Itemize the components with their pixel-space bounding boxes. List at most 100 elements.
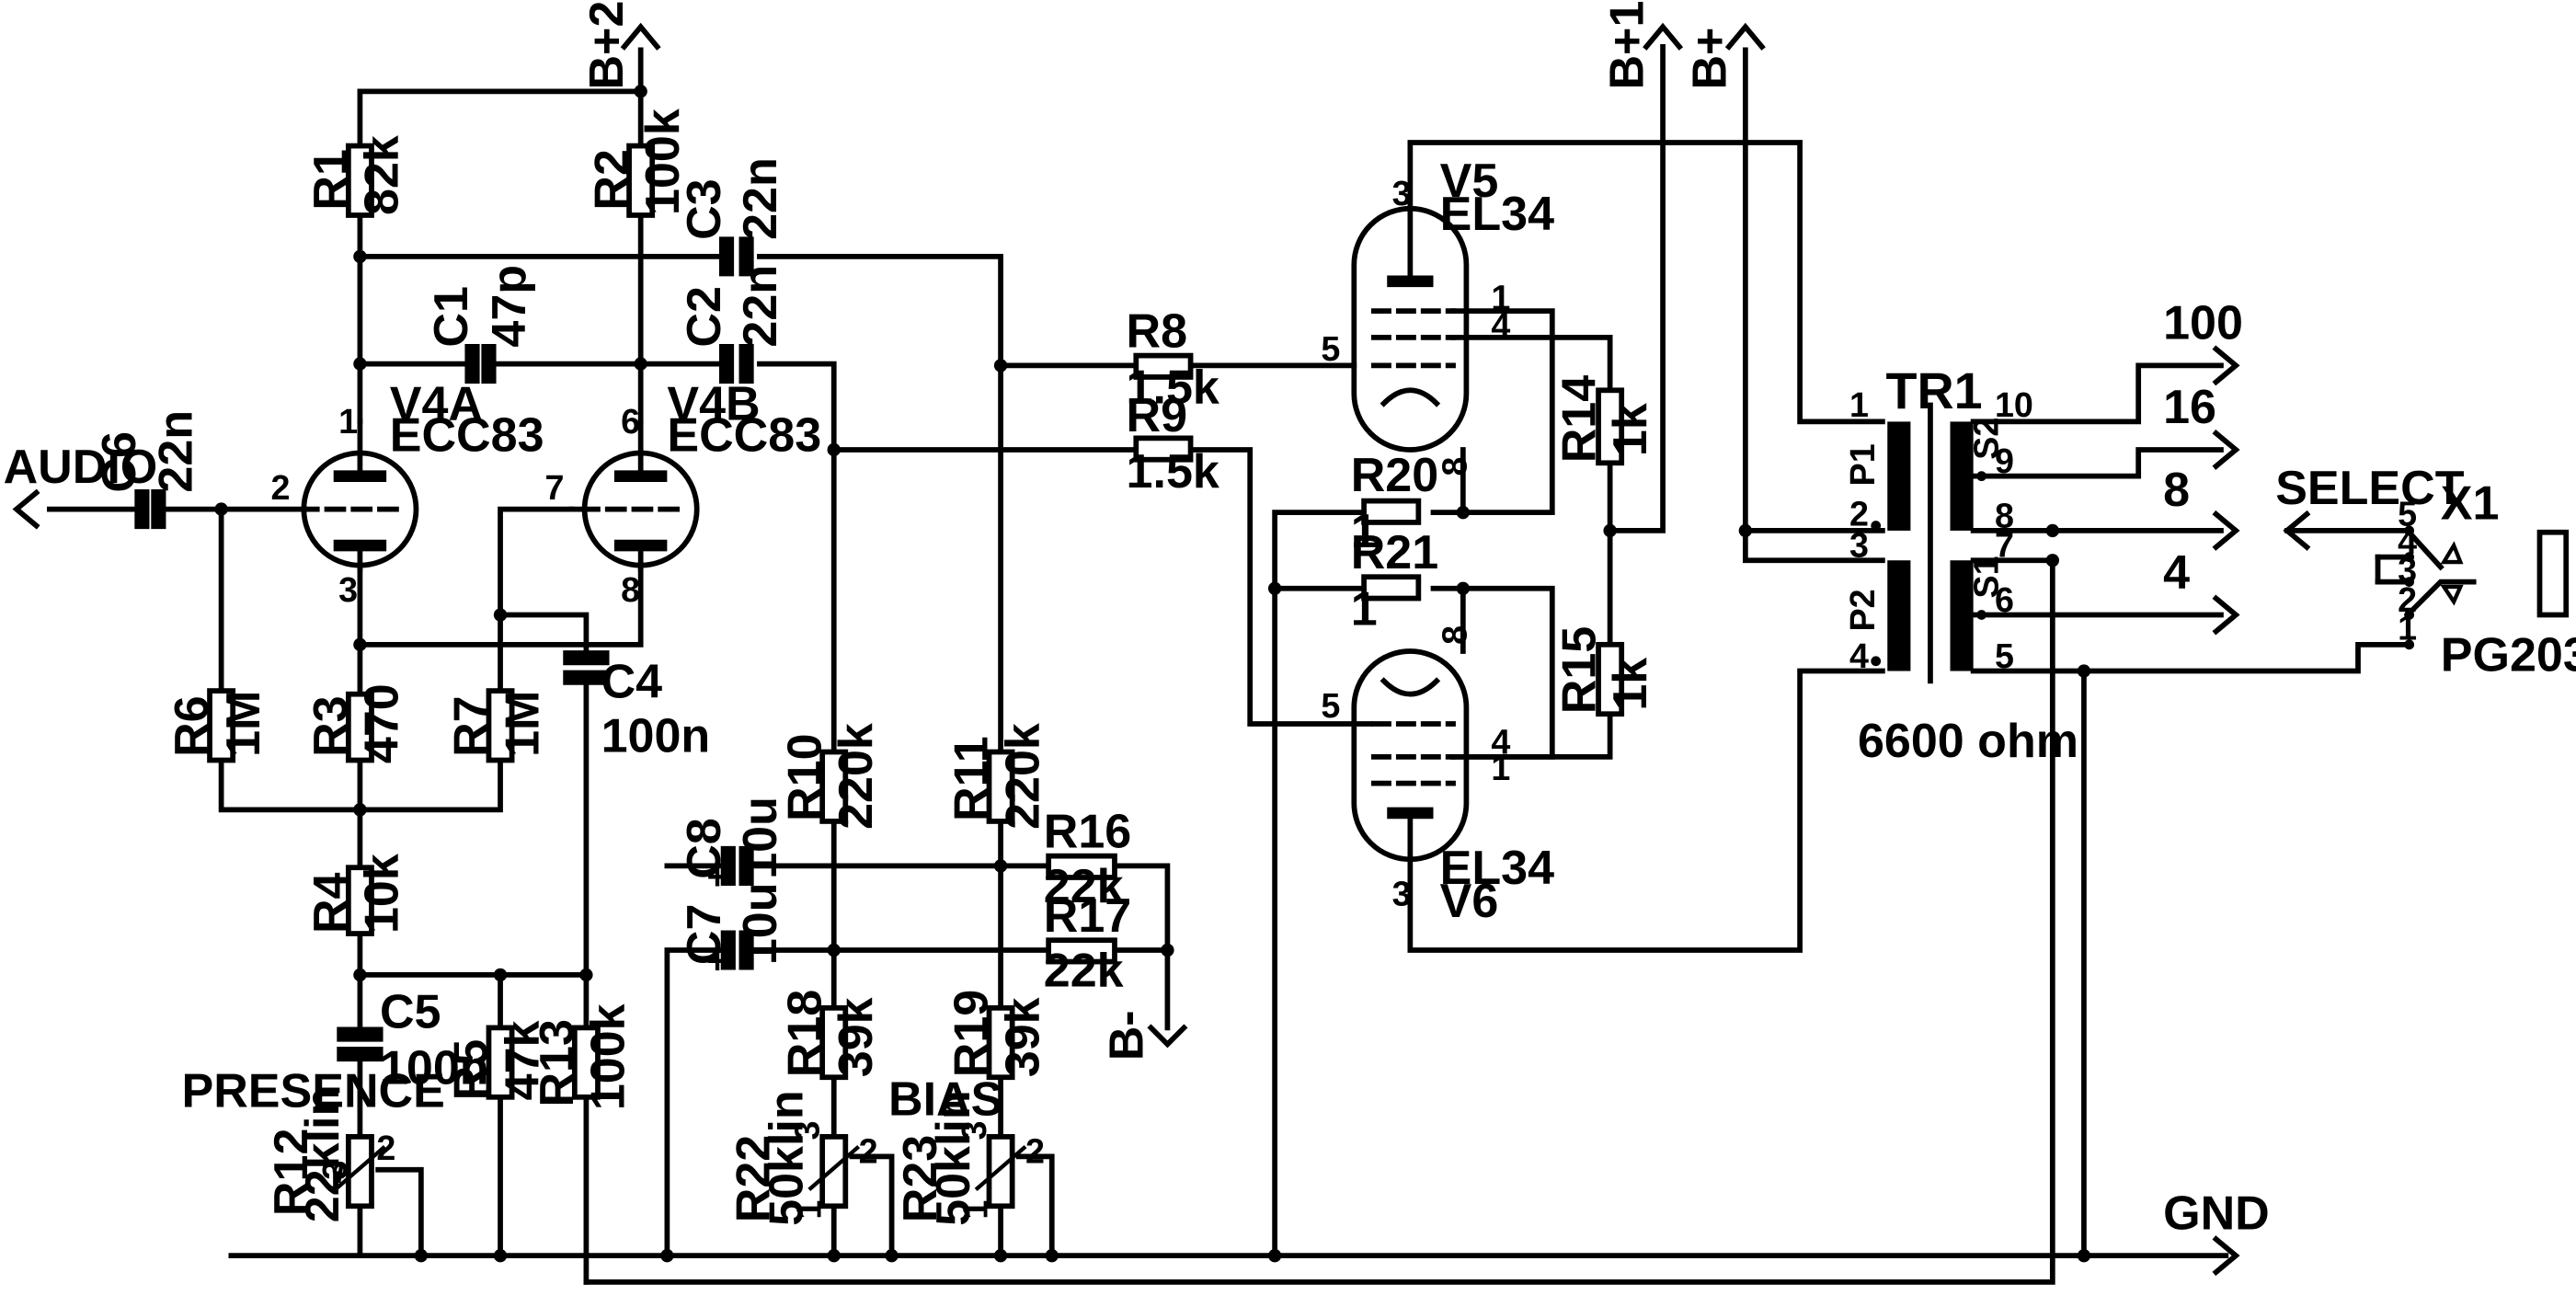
svg-text:2: 2 — [1849, 495, 1869, 533]
c8-ref: C8 — [678, 818, 731, 879]
c6-plates — [134, 489, 166, 530]
junctions — [214, 85, 2091, 1263]
svg-text:4: 4 — [2398, 522, 2417, 561]
r20-body — [1361, 498, 1422, 525]
svg-text:+: + — [706, 941, 727, 981]
r13-value: 100k — [582, 1003, 635, 1110]
r2-body — [626, 143, 656, 218]
svg-text:+: + — [706, 857, 727, 898]
svg-text:2: 2 — [376, 1129, 395, 1167]
svg-text:7: 7 — [1995, 526, 2014, 565]
svg-text:3: 3 — [1849, 526, 1869, 565]
tr1-s2-winding — [1950, 421, 1974, 531]
r19-body — [986, 1004, 1015, 1081]
tr1-p2-label: P2 — [1843, 589, 1882, 631]
r17-ref: R17 — [1044, 889, 1131, 943]
v5-ref: V5 — [1440, 155, 1499, 208]
svg-text:1: 1 — [1491, 749, 1510, 787]
r22-ref: R22 — [727, 1135, 781, 1222]
r2-value: 100k — [636, 109, 690, 215]
b-plus2-arrow — [620, 22, 661, 51]
r5-body — [486, 1025, 515, 1100]
net-b-plus2: B+2 — [580, 1, 634, 90]
svg-text:3: 3 — [315, 1161, 354, 1180]
c1-plates — [464, 344, 497, 384]
r15-value: 1k — [1604, 658, 1657, 711]
tr1-p1-winding — [1887, 421, 1911, 531]
svg-text:5: 5 — [2398, 495, 2417, 533]
svg-text:2: 2 — [859, 1132, 878, 1171]
c3-plates — [718, 236, 754, 277]
r13-ref: R13 — [531, 1019, 584, 1106]
v4a-grid — [301, 418, 399, 572]
r7-value: 1M — [496, 691, 549, 757]
r23-ref: R23 — [894, 1135, 947, 1222]
c5-value: 100n — [380, 1041, 489, 1095]
presence-label: PRESENCE — [182, 1065, 445, 1118]
v4b-ref: V4B — [667, 378, 760, 431]
r21-ref: R21 — [1351, 526, 1438, 579]
out-4-arrow — [2212, 594, 2240, 636]
r14-value: 1k — [1604, 403, 1657, 456]
r8-body — [1133, 352, 1194, 380]
r12-value: 22klin — [296, 1087, 349, 1223]
b-minus-arrow — [1147, 1024, 1188, 1049]
c4-ref: C4 — [601, 655, 663, 708]
r7-body — [486, 688, 515, 763]
net-out-8: 8 — [2163, 464, 2190, 517]
r19-value: 39k — [996, 997, 1049, 1077]
r18-value: 39k — [830, 997, 883, 1077]
r16-body — [1046, 853, 1117, 880]
net-b-plus: B+ — [1683, 28, 1736, 90]
r11-ref: R11 — [945, 736, 999, 821]
x1-ref: X1 — [2441, 476, 2500, 530]
r12-ref: R12 — [265, 1129, 318, 1216]
v4b-grid — [568, 418, 681, 572]
tr1-ref: TR1 — [1885, 362, 1982, 419]
svg-text:1: 1 — [1491, 278, 1510, 316]
svg-text:1: 1 — [2398, 608, 2417, 647]
v5-value: EL34 — [1440, 188, 1554, 241]
c5-plates — [337, 1026, 384, 1062]
r1-ref: R1 — [304, 149, 358, 211]
c6-value: 22n — [149, 410, 202, 493]
v6-ref: V6 — [1440, 875, 1499, 928]
c7-ref: C7 — [678, 904, 731, 966]
r14-ref: R14 — [1552, 375, 1606, 464]
net-b-plus1: B+1 — [1601, 1, 1654, 90]
jack-x1 — [2404, 525, 2570, 650]
svg-text:3: 3 — [338, 570, 358, 609]
b-plus-arrow — [1724, 22, 1766, 51]
c6-ref: C6 — [93, 431, 146, 493]
bias-label: BIAS — [888, 1073, 1002, 1127]
r20-ref: R20 — [1351, 449, 1438, 502]
r18-body — [819, 1004, 849, 1081]
x1-value: PG203J — [2441, 629, 2576, 682]
r11-value: 220k — [996, 723, 1049, 830]
svg-text:6: 6 — [1995, 580, 2014, 619]
svg-text:7: 7 — [545, 468, 565, 507]
net-audio: AUDIO — [4, 441, 158, 494]
r23-body — [986, 1134, 1015, 1210]
r14-body — [1596, 387, 1625, 466]
svg-text:8: 8 — [1435, 625, 1473, 645]
v6-cathode — [1380, 677, 1441, 697]
resistors — [207, 143, 1625, 1210]
r4-value: 10k — [356, 854, 409, 934]
r6-value: 1M — [217, 691, 270, 757]
svg-text:1: 1 — [956, 1200, 995, 1220]
c1-value: 47p — [483, 265, 536, 348]
svg-text:3: 3 — [955, 1121, 993, 1141]
net-b-minus: B- — [1100, 1010, 1153, 1061]
r13-body — [571, 1025, 601, 1100]
r4-ref: R4 — [304, 872, 358, 934]
net-select: SELECT — [2275, 462, 2465, 515]
r12-wiper — [334, 1145, 386, 1191]
r17-value: 22k — [1044, 944, 1124, 997]
c1-ref: C1 — [425, 286, 478, 348]
r3-body — [345, 691, 374, 763]
audio-arrow — [12, 488, 40, 530]
r8-value: 1.5k — [1127, 361, 1219, 415]
r4-body — [345, 865, 374, 936]
